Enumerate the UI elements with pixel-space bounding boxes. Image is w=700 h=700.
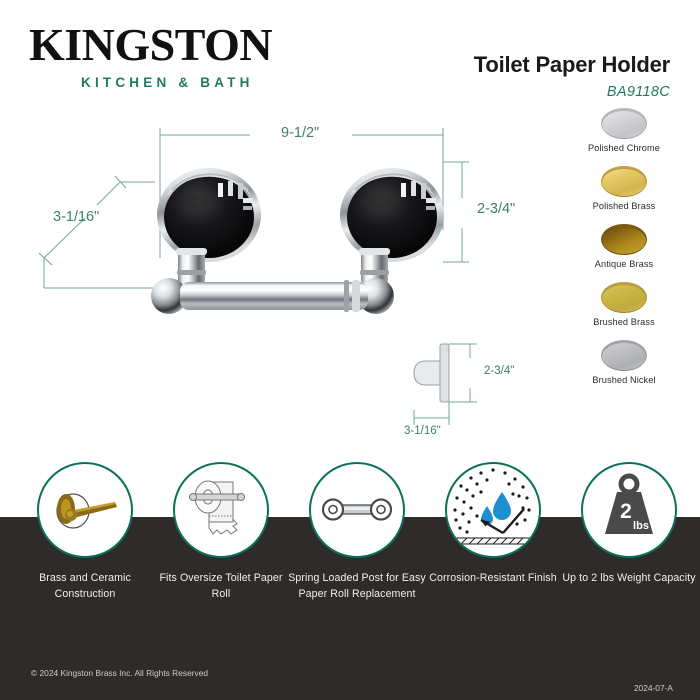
product-title-block: Toilet Paper Holder BA9118C: [474, 52, 670, 100]
product-sku: BA9118C: [606, 84, 670, 100]
finish-option-antique-brass[interactable]: Antique Brass: [566, 224, 682, 269]
finish-label: Polished Chrome: [588, 143, 660, 153]
dimension-width-label: 9-1/2": [281, 125, 320, 141]
revision-code: 2024-07-A: [633, 683, 673, 693]
feature-caption: Brass and Ceramic Construction: [39, 572, 131, 600]
dimension-height-label: 2-3/4": [477, 201, 516, 217]
detail-height-label: 2-3/4": [484, 365, 515, 377]
finish-label: Polished Brass: [592, 201, 656, 211]
finish-option-brushed-brass[interactable]: Brushed Brass: [566, 282, 682, 327]
finish-label: Brushed Brass: [593, 317, 655, 327]
feature-item-corrosion: Corrosion-Resistant Finish: [423, 462, 563, 586]
detail-depth-label: 3-1/16": [404, 425, 441, 437]
brushed-nickel-swatch-icon: [601, 340, 647, 371]
dimension-depth-label: 3-1/16": [53, 209, 100, 225]
product-drawing-svg: [38, 128, 477, 425]
feature-item-weight: 2 lbs Up to 2 lbs Weight Capacity: [559, 462, 699, 586]
brand-tagline: KITCHEN & BATH: [81, 75, 254, 90]
brand-name: KINGSTON: [29, 19, 273, 70]
weight-unit: lbs: [633, 520, 649, 532]
feature-item-oversize-roll: Fits Oversize Toilet Paper Roll: [151, 462, 291, 602]
left-wall-flange: [157, 168, 261, 262]
feature-caption: Corrosion-Resistant Finish: [429, 572, 557, 584]
product-diagram: 9-1/2" 2-3/4" 3-1/16" 2-3/4" 3-1/16": [0, 110, 590, 450]
spring-loaded-post-icon: [309, 462, 405, 558]
feature-list: Brass and Ceramic Construction Fits Over…: [0, 462, 700, 637]
feature-item-spring-post: Spring Loaded Post for Easy Paper Roll R…: [287, 462, 427, 602]
toilet-paper-roll-icon: [173, 462, 269, 558]
left-post: [151, 248, 207, 314]
feature-caption: Fits Oversize Toilet Paper Roll: [159, 572, 283, 600]
dimension-height-line: [443, 161, 469, 263]
paper-roll-bar: [180, 280, 368, 312]
right-wall-flange: [340, 168, 444, 262]
polished-brass-swatch-icon: [601, 166, 647, 197]
polished-chrome-swatch-icon: [601, 108, 647, 139]
finish-option-polished-brass[interactable]: Polished Brass: [566, 166, 682, 211]
finish-label: Antique Brass: [594, 259, 654, 269]
post-detail-drawing: [413, 343, 477, 425]
corrosion-resistant-icon: [445, 462, 541, 558]
weight-capacity-icon: 2 lbs: [581, 462, 677, 558]
feature-item-construction: Brass and Ceramic Construction: [15, 462, 155, 602]
feature-caption: Spring Loaded Post for Easy Paper Roll R…: [288, 572, 426, 600]
weight-value: 2: [620, 500, 632, 523]
brushed-brass-swatch-icon: [601, 282, 647, 313]
brand-logo: KINGSTON KITCHEN & BATH: [29, 19, 359, 91]
finish-label: Brushed Nickel: [592, 375, 656, 385]
finish-option-brushed-nickel[interactable]: Brushed Nickel: [566, 340, 682, 385]
antique-brass-swatch-icon: [601, 224, 647, 255]
finish-option-polished-chrome[interactable]: Polished Chrome: [566, 108, 682, 153]
feature-caption: Up to 2 lbs Weight Capacity: [562, 572, 696, 584]
finish-swatch-list: Polished Chrome Polished Brass Antique B…: [566, 108, 682, 398]
brass-ceramic-holder-icon: [37, 462, 133, 558]
page-title: Toilet Paper Holder: [473, 52, 670, 77]
copyright-text: © 2024 Kingston Brass Inc. All Rights Re…: [31, 668, 209, 678]
